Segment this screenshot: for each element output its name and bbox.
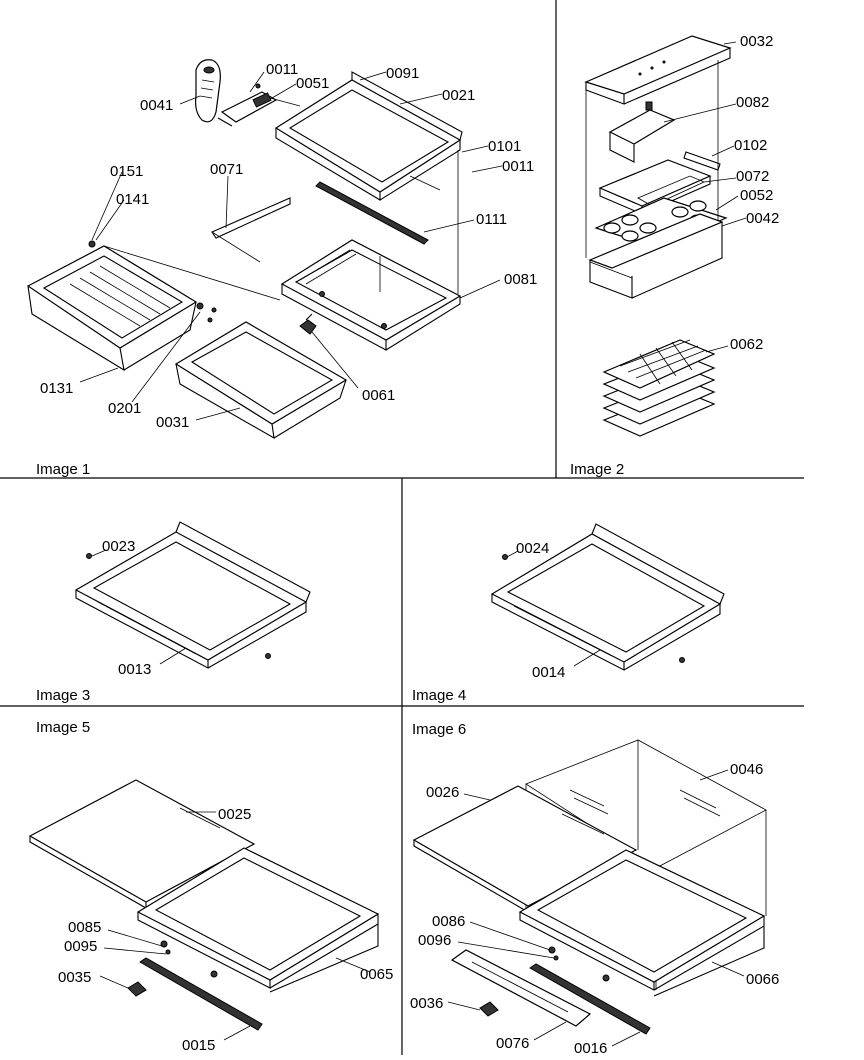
glass-part: [211, 197, 291, 263]
image-6-drawing: [412, 739, 767, 1047]
bracket-part: [217, 83, 278, 127]
callout-0072: 0072: [736, 168, 769, 185]
callout-0016: 0016: [574, 1040, 607, 1057]
callout-0015: 0015: [182, 1037, 215, 1054]
crisper-cover-part: [280, 239, 462, 351]
callout-0042: 0042: [746, 210, 779, 227]
trim-strip-part-6: [529, 963, 651, 1035]
callout-0014: 0014: [532, 664, 565, 681]
image-5-leaders: [99, 811, 371, 1041]
panel-dividers: [0, 0, 804, 1055]
callout-0024: 0024: [516, 540, 549, 557]
panel-label-image-4: Image 4: [412, 687, 466, 704]
dairy-bin-part: [588, 213, 724, 299]
bin-part: [608, 101, 676, 163]
callout-0021: 0021: [442, 87, 475, 104]
callout-0065: 0065: [360, 966, 393, 983]
callout-0066: 0066: [746, 971, 779, 988]
panel-label-image-3: Image 3: [36, 687, 90, 704]
callout-0013: 0013: [118, 661, 151, 678]
dairy-cover-part: [584, 35, 732, 105]
image-4-callouts: 0024 0014 Image 4: [412, 540, 565, 704]
screw-part-6: [479, 1001, 499, 1017]
glass-shelf-part: [28, 779, 256, 909]
callout-0061: 0061: [362, 387, 395, 404]
callout-0036: 0036: [410, 995, 443, 1012]
callout-0111: 0111: [476, 211, 507, 228]
image-1-leaders: [79, 71, 503, 421]
callout-0141: 0141: [116, 191, 149, 208]
callout-0151: 0151: [110, 163, 143, 180]
image-3-callouts: 0023 0013 Image 3: [36, 538, 151, 704]
callout-0035: 0035: [58, 969, 91, 986]
image-5-drawing: [28, 779, 380, 1041]
image-2-callouts: 0032 0082 0102 0072 0052 0042 0062 Image…: [570, 33, 779, 478]
callout-0023: 0023: [102, 538, 135, 555]
callout-0051: 0051: [296, 75, 329, 92]
callout-0032: 0032: [740, 33, 773, 50]
screw-part-5: [127, 981, 147, 997]
image-6-leaders: [447, 769, 745, 1047]
callout-0052: 0052: [740, 187, 773, 204]
callout-0076: 0076: [496, 1035, 529, 1052]
callout-0096: 0096: [418, 932, 451, 949]
humidity-control-part: [195, 59, 221, 123]
shelf-frame-part: [136, 847, 380, 993]
trim-strip-part: [139, 957, 263, 1031]
callout-0082: 0082: [736, 94, 769, 111]
top-shelf-part: [269, 71, 463, 201]
screw-part: [299, 313, 317, 335]
callout-0085: 0085: [68, 919, 101, 936]
callout-0086: 0086: [432, 913, 465, 930]
callout-0062: 0062: [730, 336, 763, 353]
panel-label-image-2: Image 2: [570, 461, 624, 478]
panel-label-image-6: Image 6: [412, 721, 466, 738]
image-2-drawing: [584, 35, 747, 437]
image-4-drawing: [490, 523, 725, 671]
panel-label-image-5: Image 5: [36, 719, 90, 736]
shelf-frame-part-6: [518, 849, 766, 997]
callout-0095: 0095: [64, 938, 97, 955]
callout-0041: 0041: [140, 97, 173, 114]
callout-0025: 0025: [218, 806, 251, 823]
callout-0131: 0131: [40, 380, 73, 397]
callout-0046: 0046: [730, 761, 763, 778]
callout-0071: 0071: [210, 161, 243, 178]
callout-0201: 0201: [108, 400, 141, 417]
callout-0091: 0091: [386, 65, 419, 82]
shelf-strip-part: [315, 181, 429, 245]
left-crisper-part: [26, 240, 281, 372]
image-2-leaders: [663, 41, 747, 353]
callout-0081: 0081: [504, 271, 537, 288]
callout-0101: 0101: [488, 138, 521, 155]
callout-0102: 0102: [734, 137, 767, 154]
callout-0011: 0011: [266, 61, 298, 78]
image-5-callouts: 0025 0085 0095 0035 0065 0015 Image 5: [36, 719, 393, 1054]
panel-label-image-1: Image 1: [36, 461, 90, 478]
image-1-callouts: 0011 0051 0041 0091 0021 0101 0011 0151 …: [36, 61, 537, 478]
callout-0031: 0031: [156, 414, 189, 431]
image-1-drawing: [26, 59, 503, 440]
callout-0011-b: 0011: [502, 158, 534, 175]
image-6-callouts: 0026 0046 0086 0096 0036 0066 0076 0016 …: [410, 721, 779, 1057]
right-crisper-part: [174, 307, 348, 440]
front-bar-part: [450, 949, 592, 1027]
image-3-drawing: [74, 521, 311, 669]
ice-tray-stack-part: [602, 339, 716, 437]
callout-0026: 0026: [426, 784, 459, 801]
